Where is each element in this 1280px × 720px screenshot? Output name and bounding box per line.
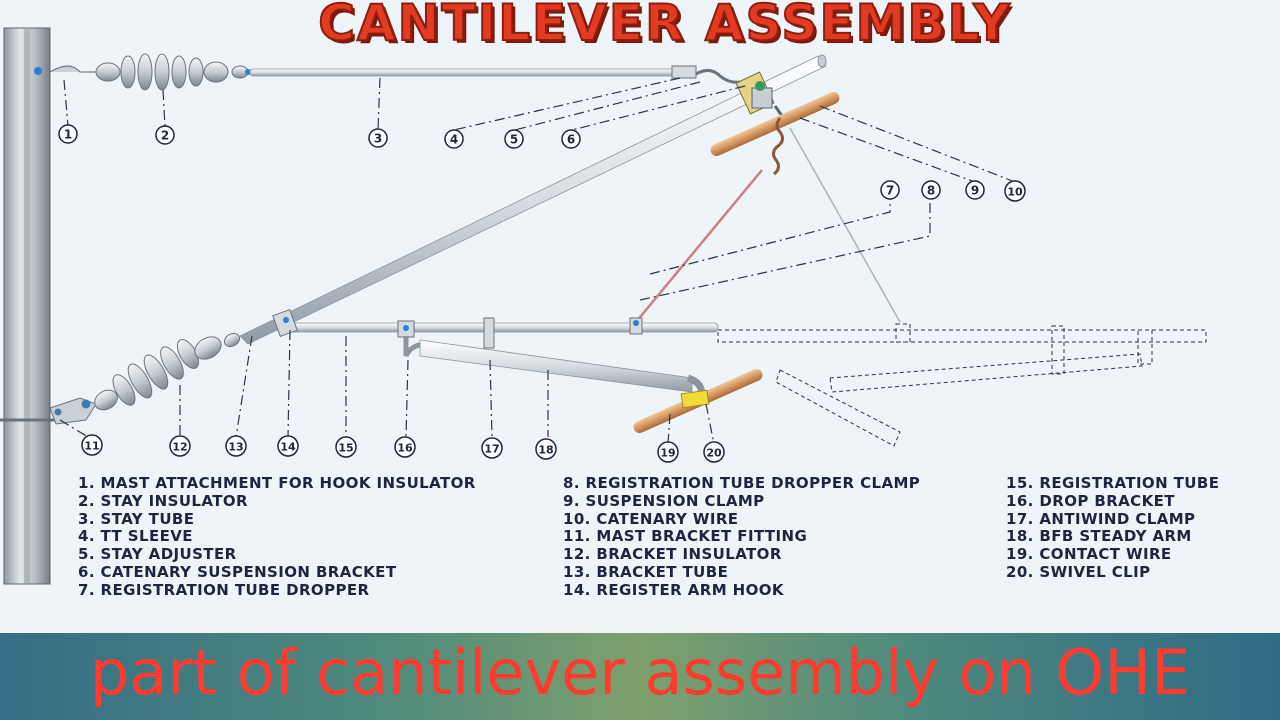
svg-text:14: 14: [280, 441, 296, 454]
callout-11: 11: [81, 434, 103, 456]
legend-item: 20. SWIVEL CLIP: [1006, 562, 1151, 581]
callout-6: 6: [561, 129, 581, 149]
swivel-clip: [680, 389, 710, 409]
callout-markers: 1 2 3 4 5 6 7 8 9 10 11 12 13 14 15 16 1…: [58, 124, 1026, 463]
registration-tube-dropper: [635, 169, 763, 323]
legend-item: 1. MAST ATTACHMENT FOR HOOK INSULATOR: [78, 474, 476, 492]
svg-text:18: 18: [538, 444, 553, 457]
legend-item: 13. BRACKET TUBE: [563, 562, 729, 581]
registration-tube: [272, 308, 719, 349]
svg-text:17: 17: [484, 443, 499, 456]
legend-item: 2. STAY INSULATOR: [78, 491, 248, 510]
svg-text:4: 4: [450, 133, 458, 147]
legend-item: 16. DROP BRACKET: [1006, 491, 1175, 510]
callout-19: 19: [657, 441, 679, 463]
svg-text:15: 15: [338, 442, 353, 455]
svg-text:20: 20: [706, 447, 722, 460]
callout-15: 15: [335, 436, 357, 458]
svg-text:12: 12: [172, 441, 187, 454]
svg-text:13: 13: [228, 441, 243, 454]
catenary-wire: [710, 91, 840, 157]
svg-text:19: 19: [660, 447, 675, 460]
svg-text:11: 11: [84, 440, 99, 453]
bracket-tube: [239, 54, 827, 345]
bracket-insulator: [49, 332, 241, 425]
svg-text:2: 2: [161, 129, 169, 143]
svg-text:10: 10: [1007, 186, 1023, 199]
stay-assembly: [34, 53, 749, 91]
caption-text: part of cantilever assembly on OHE: [89, 636, 1191, 709]
legend-item: 18. BFB STEADY ARM: [1006, 527, 1192, 546]
callout-7: 7: [880, 180, 900, 200]
callout-14: 14: [277, 435, 299, 457]
callout-16: 16: [394, 436, 416, 458]
legend-item: 9. SUSPENSION CLAMP: [563, 491, 765, 510]
legend-item: 6. CATENARY SUSPENSION BRACKET: [78, 562, 397, 581]
leader-lines: [59, 77, 1016, 445]
callout-3: 3: [368, 128, 388, 148]
legend-item: 19. CONTACT WIRE: [1006, 545, 1172, 564]
svg-text:6: 6: [567, 133, 575, 147]
legend-item: 4. TT SLEEVE: [78, 527, 193, 546]
legend-item: 11. MAST BRACKET FITTING: [563, 527, 808, 546]
steady-arm: [403, 336, 705, 404]
caption-banner: part of cantilever assembly on OHE: [0, 633, 1280, 720]
legend-item: 7. REGISTRATION TUBE DROPPER: [78, 580, 370, 599]
legend-item: 12. BRACKET INSULATOR: [563, 545, 782, 564]
svg-text:1: 1: [64, 128, 72, 142]
svg-text:7: 7: [886, 184, 894, 198]
dropper-wire-dashed: [789, 127, 901, 323]
callout-8: 8: [921, 180, 941, 200]
callout-20: 20: [703, 441, 725, 463]
catenary-suspension-bracket: [735, 71, 787, 121]
svg-text:16: 16: [397, 442, 413, 455]
legend-item: 10. CATENARY WIRE: [563, 509, 739, 528]
diagram-stage: 1 2 3 4 5 6 7 8 9 10 11 12 13 14 15 16 1…: [0, 0, 1220, 600]
svg-text:5: 5: [510, 133, 518, 147]
callout-2: 2: [155, 125, 175, 145]
mast: [0, 27, 60, 585]
callout-1: 1: [58, 124, 78, 144]
legend-column-3: 15. REGISTRATION TUBE 16. DROP BRACKET 1…: [1006, 474, 1220, 582]
dropper-chain: [771, 117, 785, 176]
cantilever-diagram: 1 2 3 4 5 6 7 8 9 10 11 12 13 14 15 16 1…: [0, 27, 1207, 585]
svg-text:9: 9: [971, 184, 979, 198]
legend-item: 14. REGISTER ARM HOOK: [563, 580, 784, 599]
callout-10: 10: [1004, 180, 1026, 202]
legend-item: 17. ANTIWIND CLAMP: [1006, 509, 1196, 528]
callout-13: 13: [225, 435, 247, 457]
callout-4: 4: [444, 129, 464, 149]
diagram-title: CANTILEVER ASSEMBLY: [317, 0, 1012, 53]
svg-text:3: 3: [374, 132, 382, 146]
legend-item: 8. REGISTRATION TUBE DROPPER CLAMP: [563, 474, 921, 492]
legend-column-1: 1. MAST ATTACHMENT FOR HOOK INSULATOR 2.…: [78, 474, 476, 600]
callout-18: 18: [535, 438, 557, 460]
svg-text:8: 8: [927, 184, 935, 198]
callout-5: 5: [504, 129, 524, 149]
legend-item: 15. REGISTRATION TUBE: [1006, 474, 1220, 492]
callout-9: 9: [965, 180, 985, 200]
legend-item: 3. STAY TUBE: [78, 509, 195, 528]
callout-17: 17: [481, 437, 503, 459]
legend-item: 5. STAY ADJUSTER: [78, 545, 237, 564]
dashed-alternate-assembly: [717, 323, 1207, 447]
legend-column-2: 8. REGISTRATION TUBE DROPPER CLAMP 9. SU…: [563, 474, 921, 600]
callout-12: 12: [169, 435, 191, 457]
stay-insulator: [95, 53, 249, 91]
